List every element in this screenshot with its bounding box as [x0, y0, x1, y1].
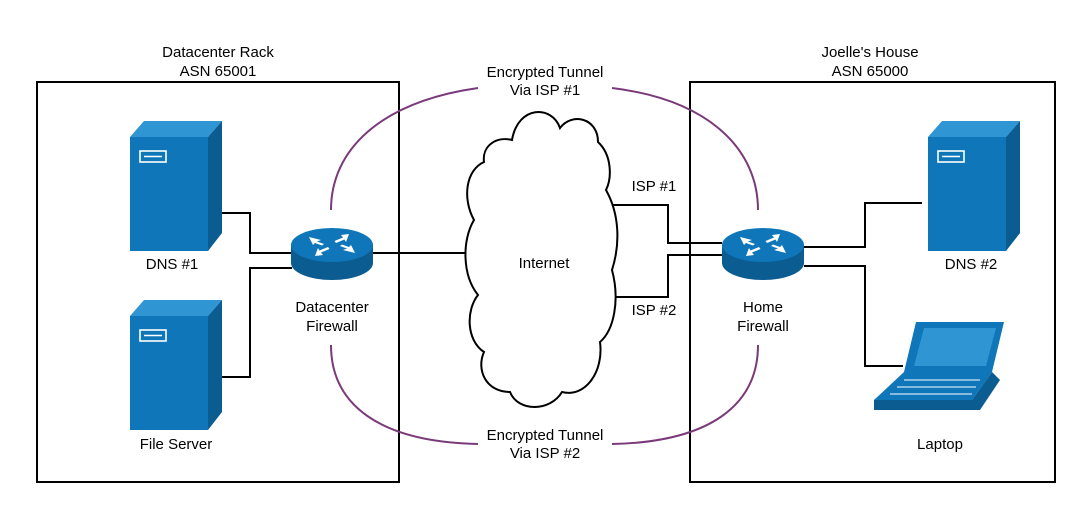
tunnel-bottom-right-arc [611, 344, 759, 445]
tunnel-top-label-line1: Encrypted Tunnel [487, 64, 604, 81]
internet-label: Internet [519, 255, 571, 272]
dns2-server-icon [928, 121, 1020, 251]
tunnel-top-label-line2: Via ISP #1 [510, 82, 580, 99]
dns1-server-icon [130, 121, 222, 251]
dns1-label: DNS #1 [146, 256, 199, 273]
tunnel-bottom-label-line2: Via ISP #2 [510, 445, 580, 462]
home-asn-label: ASN 65000 [832, 63, 909, 80]
cloud-icon [464, 111, 619, 408]
datacenter-firewall-label-line1: Datacenter [295, 299, 368, 316]
home-firewall-router-icon [722, 228, 804, 280]
link-firewall-dns2 [804, 202, 922, 248]
link-firewall-laptop [804, 265, 903, 367]
datacenter-firewall-label-line2: Firewall [306, 318, 358, 335]
link-isp2 [612, 254, 722, 298]
home-title: Joelle's House [821, 44, 918, 61]
dns2-label: DNS #2 [945, 256, 998, 273]
home-box [689, 81, 1056, 483]
tunnel-bottom-label-line1: Encrypted Tunnel [487, 427, 604, 444]
datacenter-asn-label: ASN 65001 [180, 63, 257, 80]
laptop-label: Laptop [917, 436, 963, 453]
tunnel-top-right-arc [611, 87, 759, 211]
datacenter-rack-box [36, 81, 400, 483]
tunnel-top-left-arc [330, 87, 479, 211]
file-server-label: File Server [140, 436, 213, 453]
tunnel-bottom-left-arc [330, 344, 479, 445]
isp1-label: ISP #1 [632, 178, 677, 195]
link-isp1 [612, 204, 722, 244]
link-fileserver-firewall [222, 267, 292, 378]
laptop-icon [874, 322, 1004, 410]
file-server-icon [130, 300, 222, 430]
link-dns1-firewall [222, 212, 292, 254]
datacenter-rack-title: Datacenter Rack [162, 44, 274, 61]
datacenter-firewall-router-icon [291, 228, 373, 280]
isp2-label: ISP #2 [632, 302, 677, 319]
home-firewall-label-line2: Firewall [737, 318, 789, 335]
home-firewall-label-line1: Home [743, 299, 783, 316]
